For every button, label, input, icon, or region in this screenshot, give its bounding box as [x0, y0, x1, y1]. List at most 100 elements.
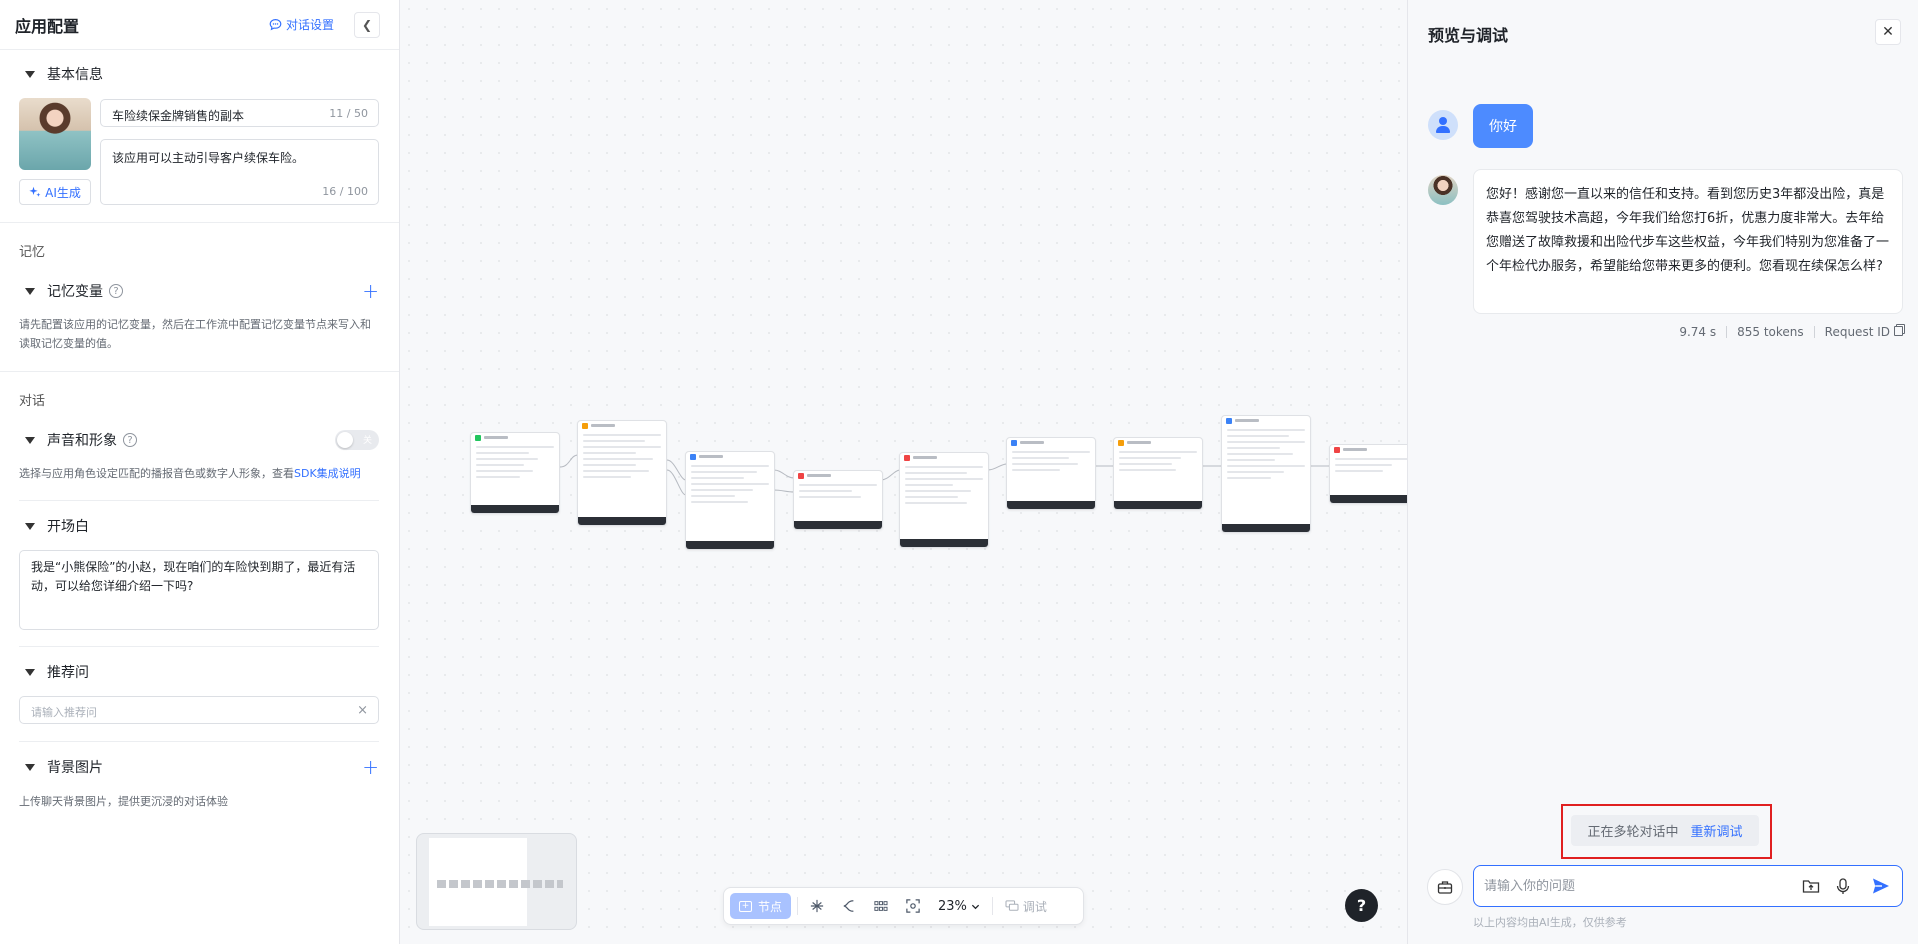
grid-icon[interactable]: [868, 893, 894, 919]
workflow-node[interactable]: [793, 470, 883, 530]
debug-button[interactable]: 调试: [999, 898, 1053, 915]
node-type-icon: [1118, 439, 1124, 446]
help-circle-icon[interactable]: ?: [109, 284, 123, 298]
request-id-label: Request ID: [1824, 325, 1890, 339]
restart-debug-button[interactable]: 重新调试: [1690, 825, 1743, 840]
help-button[interactable]: ?: [1345, 889, 1378, 922]
edge: [773, 469, 795, 479]
user-message-bubble: 你好: [1473, 104, 1533, 148]
app-name-input[interactable]: 车险续保金牌销售的副本 11 / 50: [100, 99, 379, 127]
app-avatar[interactable]: [19, 98, 91, 170]
opening-message-textarea[interactable]: 我是“小熊保险”的小赵，现在咱们的车险快到期了，最近有活动，可以给您详细介绍一下…: [19, 550, 379, 630]
workflow-node[interactable]: [1006, 437, 1096, 510]
app-name-value: 车险续保金牌销售的副本: [112, 109, 245, 123]
workflow-node[interactable]: [685, 451, 775, 550]
ai-disclaimer: 以上内容均由AI生成，仅供参考: [1473, 916, 1627, 929]
node-type-icon: [1334, 446, 1340, 453]
upload-folder-icon: [1802, 880, 1820, 893]
clear-icon[interactable]: ×: [357, 703, 368, 718]
opening-section-toggle[interactable]: 开场白: [21, 516, 89, 536]
canvas-minimap[interactable]: [416, 833, 577, 930]
chat-input-box[interactable]: [1473, 865, 1903, 907]
toolbar-divider: [797, 897, 799, 915]
workflow-node[interactable]: [1113, 437, 1203, 510]
voice-section-toggle[interactable]: 声音和形象 ?: [21, 430, 137, 450]
voice-input-button[interactable]: [1832, 875, 1854, 897]
caret-down-icon: [25, 436, 35, 444]
voice-hint: 选择与应用角色设定匹配的播报音色或数字人形象，查看SDK集成说明: [19, 464, 389, 483]
background-section-toggle[interactable]: 背景图片 +: [21, 757, 379, 777]
suggested-questions-section-toggle[interactable]: 推荐问: [21, 662, 89, 682]
add-background-button[interactable]: +: [362, 755, 379, 779]
background-title: 背景图片: [47, 760, 103, 776]
workflow-node[interactable]: [899, 452, 989, 548]
app-config-panel: 应用配置 对话设置 ❮ 基本信息 AI生成 车险续保金牌销售的副本 11 / 5…: [0, 0, 400, 944]
edge: [559, 454, 579, 468]
auto-layout-icon[interactable]: [804, 893, 830, 919]
close-panel-button[interactable]: ✕: [1875, 19, 1901, 45]
basic-info-title: 基本信息: [47, 67, 103, 83]
node-type-icon: [475, 434, 481, 441]
chat-settings-label: 对话设置: [285, 18, 334, 32]
workflow-node-end[interactable]: [1329, 444, 1419, 504]
response-latency: 9.74 s: [1679, 325, 1717, 339]
memory-variables-hint: 请先配置该应用的记忆变量，然后在工作流中配置记忆变量节点来写入和读取记忆变量的值…: [19, 318, 371, 350]
add-node-icon: +: [739, 900, 752, 912]
close-icon: ✕: [1882, 24, 1894, 40]
suggested-question-placeholder: 请输入推荐问: [31, 706, 97, 719]
memory-group-label: 记忆: [19, 245, 46, 260]
memory-variables-section-toggle[interactable]: 记忆变量 ? +: [21, 281, 379, 301]
sdk-docs-link[interactable]: SDK集成说明: [294, 467, 361, 480]
help-circle-icon[interactable]: ?: [123, 433, 137, 447]
divider: [19, 646, 379, 647]
caret-down-icon: [25, 668, 35, 676]
basic-info-section-toggle[interactable]: 基本信息: [21, 64, 103, 84]
collapse-panel-button[interactable]: ❮: [354, 11, 380, 38]
copy-request-id-button[interactable]: Request ID: [1825, 325, 1903, 339]
divider: [0, 222, 399, 223]
zoom-dropdown[interactable]: 23%: [932, 899, 986, 914]
add-memory-variable-button[interactable]: +: [362, 279, 379, 303]
caret-down-icon: [25, 522, 35, 530]
chat-settings-button[interactable]: 对话设置: [269, 16, 334, 33]
node-type-icon: [582, 422, 588, 429]
message-meta: 9.74 s 855 tokens Request ID: [1408, 325, 1903, 339]
workflow-node[interactable]: [577, 420, 667, 526]
voice-hint-text: 选择与应用角色设定匹配的播报音色或数字人形象，查看: [19, 467, 294, 480]
toolbox-icon: [1437, 881, 1453, 894]
chevron-left-icon: ❮: [361, 17, 373, 32]
suggested-question-input[interactable]: 请输入推荐问 ×: [19, 696, 379, 724]
divider: [0, 371, 399, 372]
ai-generate-button[interactable]: AI生成: [19, 179, 91, 205]
app-config-title: 应用配置: [15, 16, 80, 36]
workflow-node[interactable]: [1221, 415, 1311, 533]
voice-toggle[interactable]: 关: [335, 430, 379, 450]
add-node-button[interactable]: + 节点: [730, 893, 792, 919]
multi-turn-status-text: 正在多轮对话中: [1587, 825, 1679, 840]
voice-title: 声音和形象: [47, 433, 117, 449]
debug-label: 调试: [1022, 899, 1047, 914]
app-config-header: 应用配置 对话设置 ❮: [0, 0, 399, 50]
ai-generate-label: AI生成: [45, 185, 81, 200]
preview-debug-panel: 预览与调试 ✕ 你好 您好！感谢您一直以来的信任和支持。看到您历史3年都没出险，…: [1407, 0, 1918, 944]
node-type-icon: [798, 472, 804, 479]
user-avatar: [1428, 110, 1458, 140]
minimap-nodes: [437, 880, 563, 888]
question-input[interactable]: [1484, 878, 1790, 894]
toolbar-divider: [991, 897, 993, 915]
memory-variables-title: 记忆变量: [47, 284, 103, 300]
chat-bubble-icon: [269, 19, 282, 31]
upload-file-button[interactable]: [1800, 875, 1822, 897]
opening-message-value: 我是“小熊保险”的小赵，现在咱们的车险快到期了，最近有活动，可以给您详细介绍一下…: [31, 560, 356, 593]
fit-view-icon[interactable]: [900, 893, 926, 919]
send-icon: [1873, 878, 1889, 894]
app-description-textarea[interactable]: 该应用可以主动引导客户续保车险。 16 / 100: [100, 139, 379, 205]
workflow-canvas[interactable]: + 节点 23% 调试 ?: [400, 0, 1419, 944]
suggested-questions-title: 推荐问: [47, 665, 89, 681]
send-button[interactable]: [1870, 875, 1892, 897]
node-type-icon: [690, 453, 696, 460]
toolbox-button[interactable]: [1427, 869, 1463, 905]
workflow-node-start[interactable]: [470, 432, 560, 514]
connector-style-icon[interactable]: [836, 893, 862, 919]
token-count: 855 tokens: [1737, 325, 1804, 339]
